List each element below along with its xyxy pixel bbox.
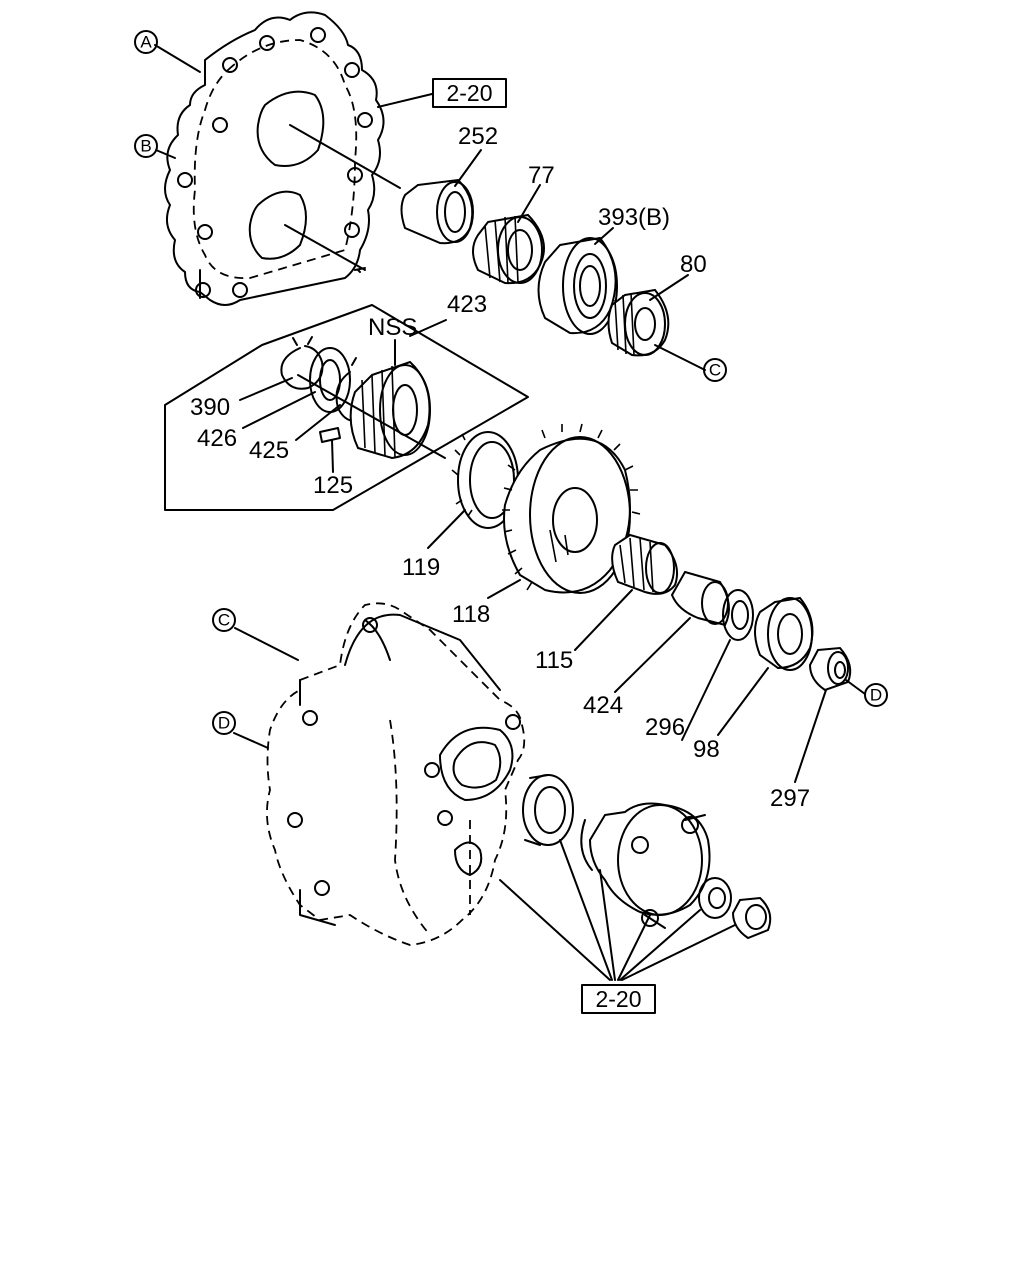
part-label-77: 77	[528, 162, 555, 189]
connector-c-bottom: C	[212, 608, 236, 632]
oil-seal	[522, 774, 574, 846]
part-label-252: 252	[458, 123, 498, 150]
part-label-125: 125	[313, 472, 353, 499]
flange-washer	[698, 877, 732, 919]
ref-box-top-label: 2-20	[446, 80, 492, 106]
nss-sleeve-gear	[349, 360, 431, 460]
assembly-423-outline	[164, 304, 529, 511]
connector-c-top-label: C	[709, 361, 721, 380]
part-label-425: 425	[249, 437, 289, 464]
top-housing-cover	[164, 11, 401, 306]
ref-box-bottom[interactable]: 2-20	[581, 984, 656, 1014]
part-label-296: 296	[645, 714, 685, 741]
key-125	[319, 427, 341, 443]
gear-80	[607, 288, 670, 357]
needle-bearing-115	[611, 533, 678, 595]
washer-296	[722, 589, 754, 641]
washer-426	[309, 347, 351, 413]
leader-lines	[154, 44, 866, 981]
part-label-115: 115	[535, 647, 573, 674]
nut-297	[808, 646, 852, 692]
part-label-118: 118	[452, 601, 490, 628]
part-label-297: 297	[770, 785, 810, 812]
part-label-426: 426	[197, 425, 237, 452]
connector-c-bottom-label: C	[218, 611, 230, 630]
flange-yoke	[580, 802, 711, 929]
connector-b-label: B	[140, 137, 151, 156]
bushing-252	[400, 178, 474, 245]
connector-a-label: A	[140, 33, 152, 52]
connector-d-right: D	[864, 683, 888, 707]
ref-box-top[interactable]: 2-20	[432, 78, 507, 108]
snap-ring-390	[280, 336, 324, 390]
part-label-390: 390	[190, 394, 230, 421]
part-label-80: 80	[680, 251, 707, 278]
gear-118	[502, 423, 641, 594]
part-labels: 252 77 393(B) 80 423 NSS 390 426 425 125…	[190, 123, 810, 812]
part-label-423: 423	[447, 291, 487, 318]
spacer-424	[670, 570, 730, 627]
part-label-nss: NSS	[368, 314, 417, 341]
part-label-119: 119	[402, 554, 440, 581]
part-label-98: 98	[693, 736, 720, 763]
bearing-98	[754, 596, 814, 671]
gear-77	[472, 213, 545, 285]
flange-nut	[731, 896, 772, 940]
connector-a: A	[134, 30, 158, 54]
connector-d-bottom-label: D	[218, 714, 230, 733]
part-label-424: 424	[583, 692, 623, 719]
connector-d-bottom: D	[212, 711, 236, 735]
bearing-393b	[537, 236, 618, 335]
part-label-393b: 393(B)	[598, 204, 670, 231]
connector-d-right-label: D	[870, 686, 882, 705]
connector-b: B	[134, 134, 158, 158]
ref-box-bottom-label: 2-20	[595, 986, 641, 1012]
transfer-case-housing	[266, 602, 526, 946]
connector-c-top: C	[703, 358, 727, 382]
